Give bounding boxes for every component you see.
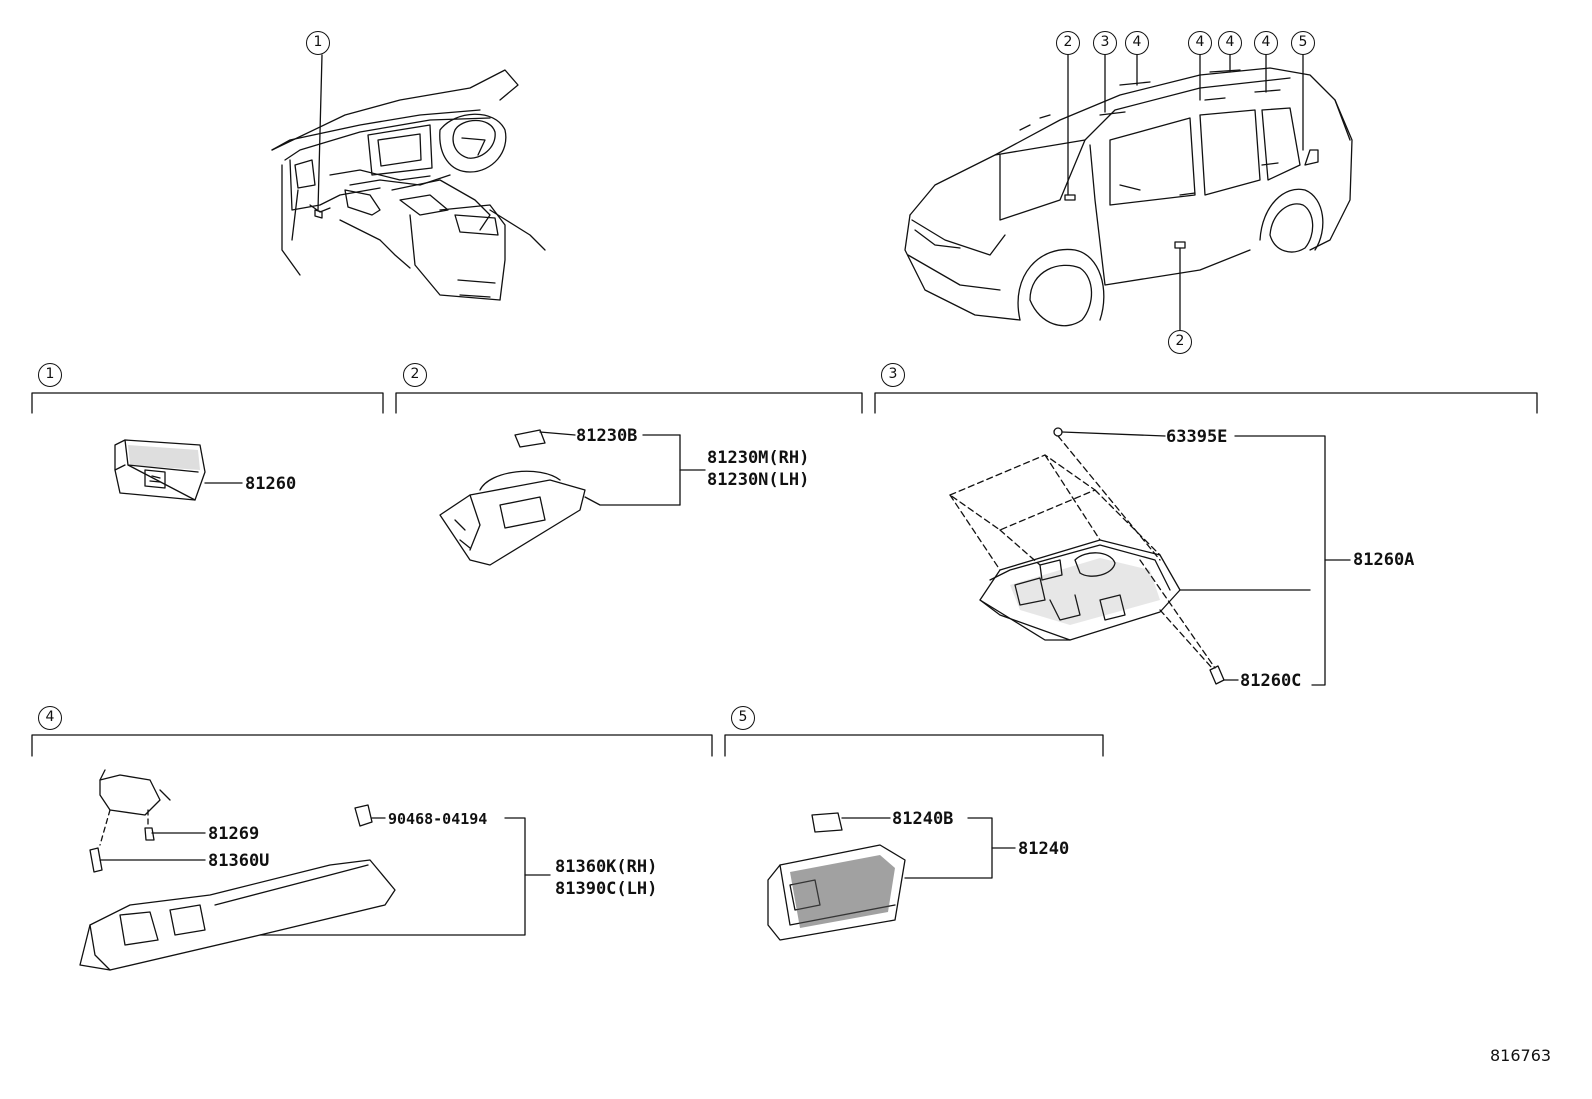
section-brackets	[31, 392, 1538, 757]
callout-circle: 3	[1093, 31, 1117, 55]
part-number-90468-04194: 90468-04194	[388, 810, 488, 828]
callout-circle: 2	[1168, 330, 1192, 354]
part-number-81260C: 81260C	[1240, 671, 1302, 691]
part-number-81360K: 81360K(RH)	[555, 857, 658, 877]
part-number-81360U: 81360U	[208, 851, 270, 871]
section-4-number: 4	[38, 706, 62, 730]
part-number-81269: 81269	[208, 824, 260, 844]
part-81260A-illustration	[949, 427, 1351, 686]
part-number-81260A: 81260A	[1353, 550, 1415, 570]
section-2-number: 2	[403, 363, 427, 387]
part-number-81390C: 81390C(LH)	[555, 879, 658, 899]
part-number-81240: 81240	[1018, 839, 1070, 859]
part-81230-illustration	[439, 429, 706, 566]
callout-circle: 5	[1291, 31, 1315, 55]
part-number-81240B: 81240B	[892, 809, 954, 829]
section-1-number: 1	[38, 363, 62, 387]
callout-circle: 1	[306, 31, 330, 55]
section-5-number: 5	[731, 706, 755, 730]
callout-circle: 4	[1218, 31, 1242, 55]
callout-circle: 2	[1056, 31, 1080, 55]
section-3-number: 3	[881, 363, 905, 387]
vehicle-illustration	[904, 54, 1353, 331]
part-number-81230M: 81230M(RH)	[707, 448, 810, 468]
part-number-63395E: 63395E	[1166, 427, 1228, 447]
part-number-81230B: 81230B	[576, 426, 638, 446]
part-81360-illustration	[79, 769, 551, 971]
part-number-81260: 81260	[245, 474, 297, 494]
figure-number: 816763	[1490, 1046, 1552, 1065]
part-81260-illustration	[114, 439, 243, 501]
callout-circle: 4	[1188, 31, 1212, 55]
dashboard-illustration	[271, 54, 546, 301]
callout-circle: 4	[1125, 31, 1149, 55]
part-number-81230N: 81230N(LH)	[707, 470, 810, 490]
component-shading	[128, 445, 1160, 928]
callout-circle: 4	[1254, 31, 1278, 55]
